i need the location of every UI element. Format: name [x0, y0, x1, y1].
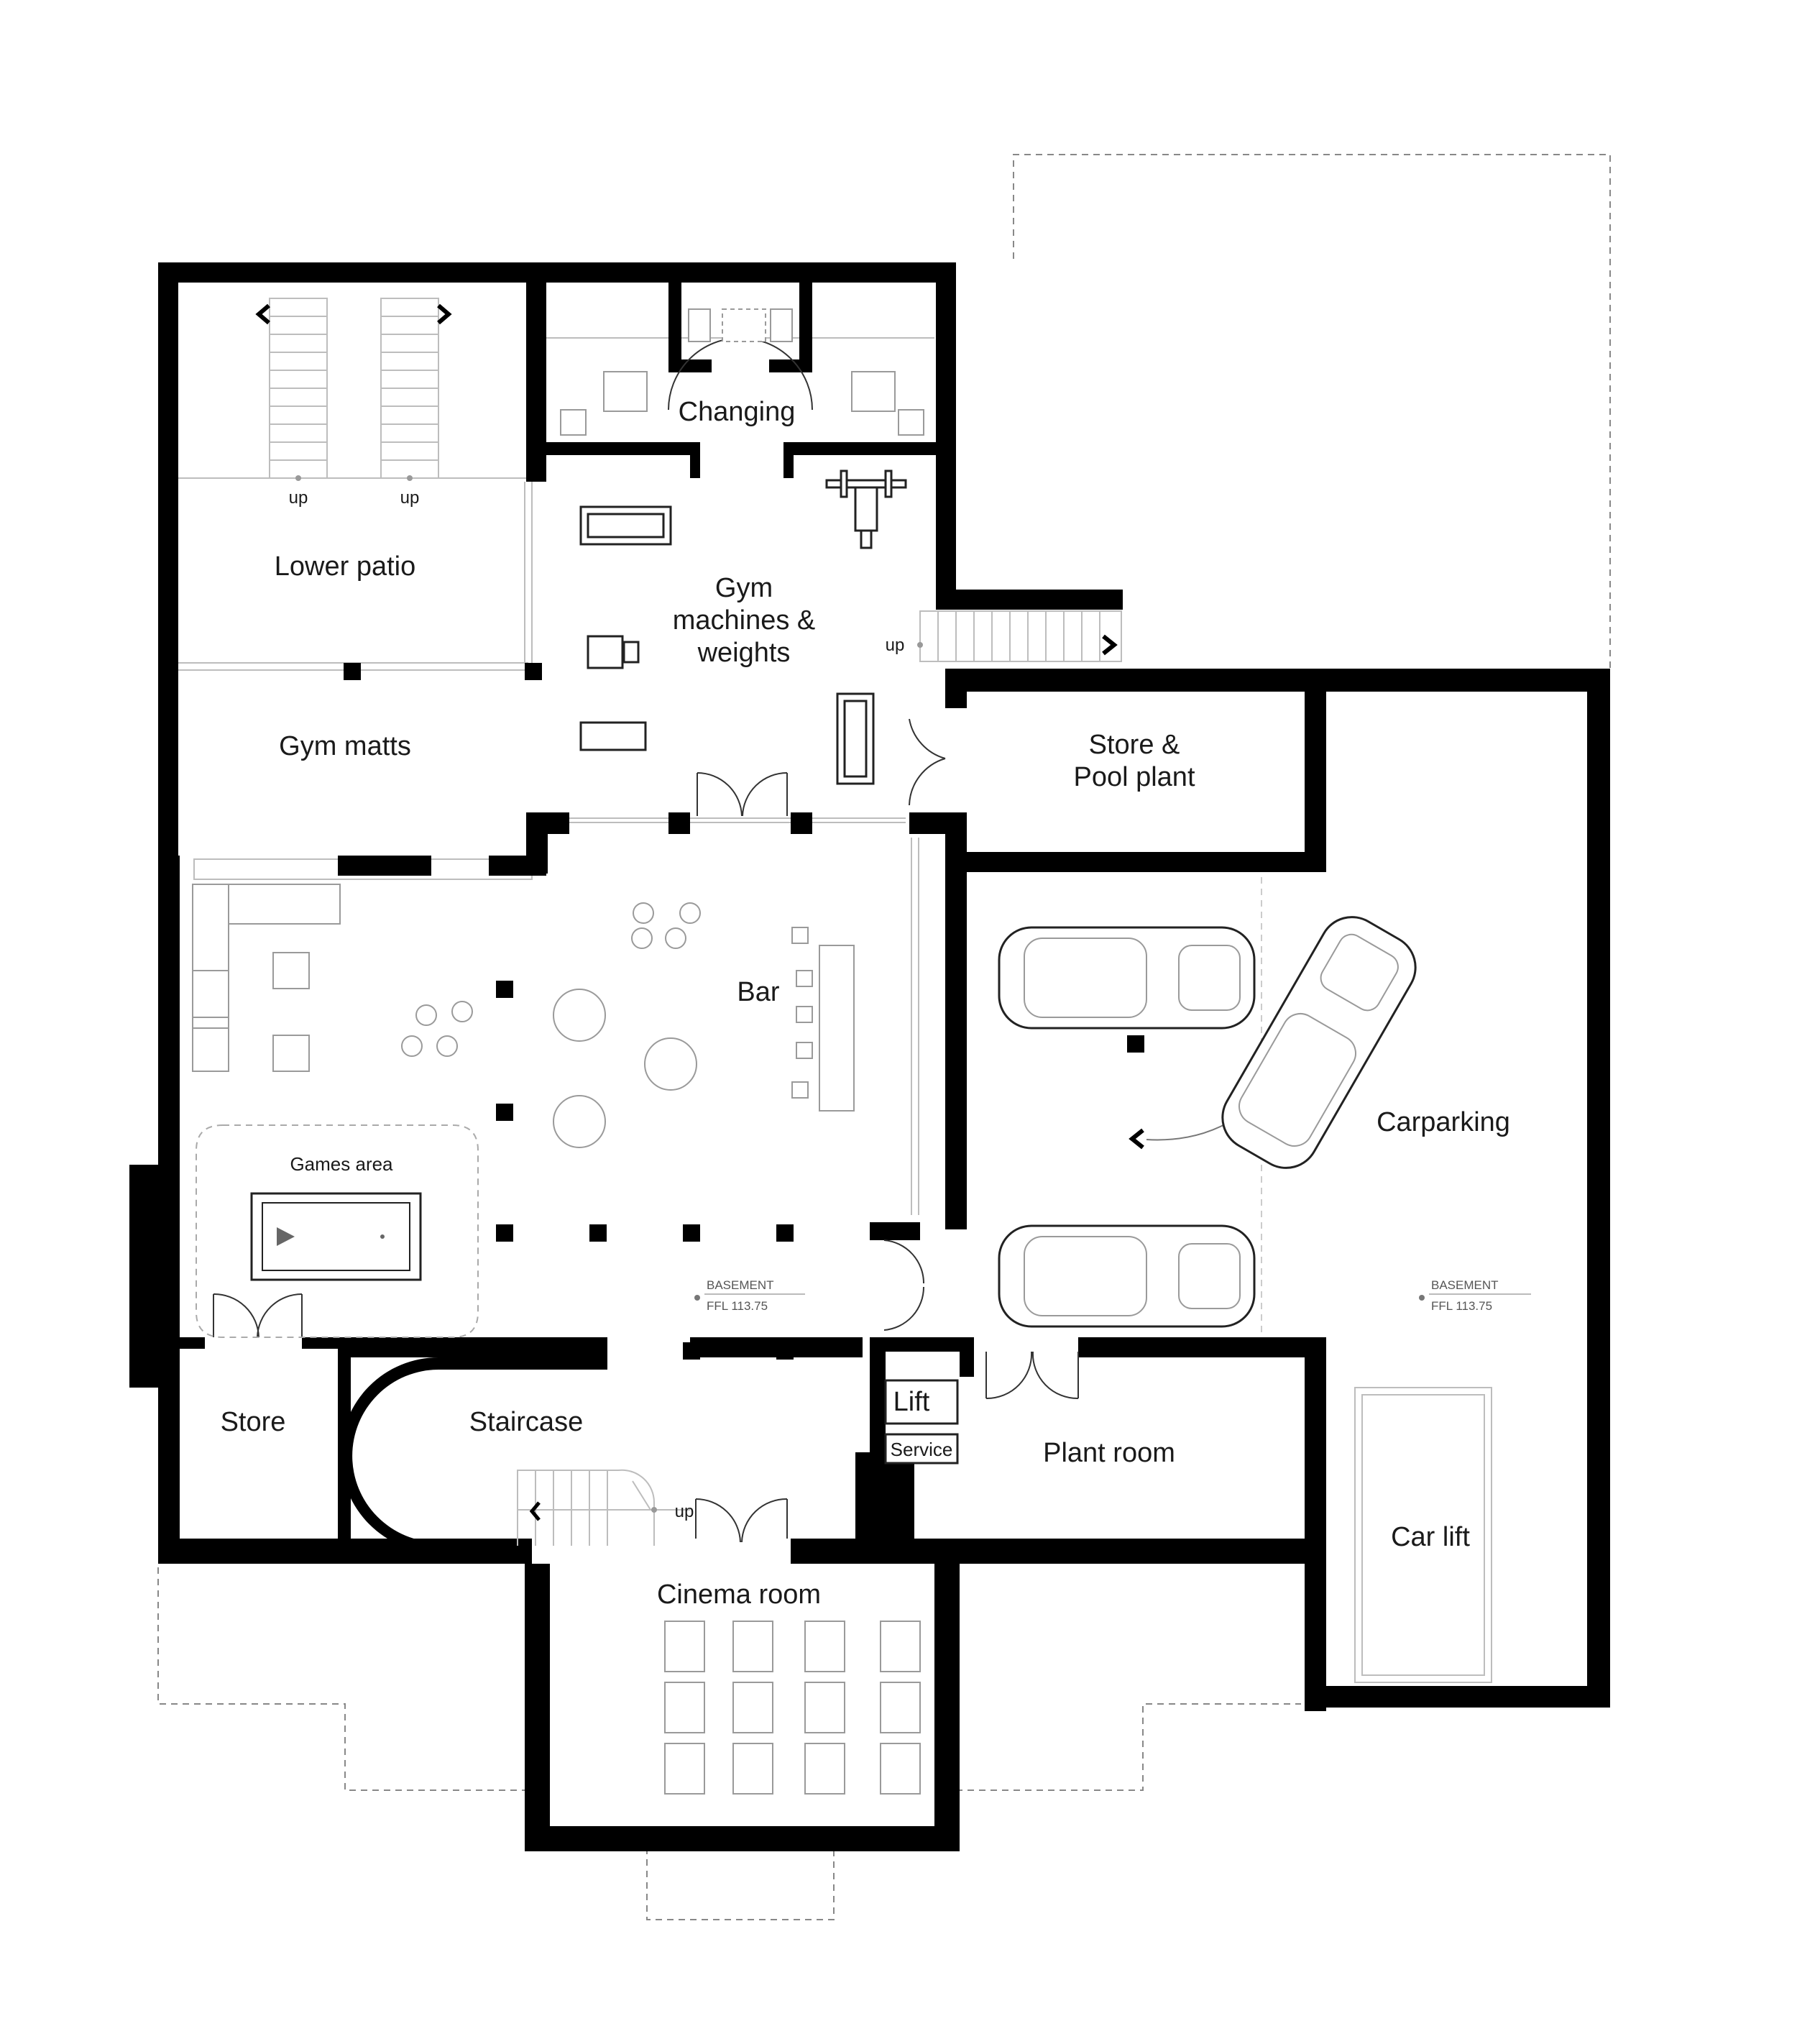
stair-main [517, 1469, 690, 1546]
stair-up-label: up [675, 1502, 694, 1521]
stairs [269, 298, 1122, 1546]
games-area [196, 1124, 479, 1338]
chevron-right-icon [1102, 634, 1118, 656]
room-label-gym-3: weights [697, 638, 791, 668]
room-label-store-pool-1: Store & [1089, 730, 1180, 760]
stair-left [269, 298, 328, 479]
room-label-carparking: Carparking [1377, 1107, 1510, 1137]
chevron-left-icon [1129, 1128, 1144, 1150]
room-label-cinema-room: Cinema room [657, 1580, 821, 1610]
room-label-staircase: Staircase [469, 1407, 583, 1437]
cars [998, 916, 1417, 1328]
level-name-right: BASEMENT [1431, 1278, 1499, 1292]
stair-up-label: up [886, 636, 905, 655]
external-outlines [157, 154, 1611, 1920]
chevron-left-icon [529, 1501, 541, 1521]
chevron-right-icon [437, 303, 452, 325]
level-name-left: BASEMENT [707, 1278, 774, 1292]
gym-equipment [579, 469, 907, 785]
room-label-store-pool-2: Pool plant [1073, 762, 1195, 792]
lift-box [884, 1379, 959, 1425]
room-label-bar: Bar [737, 977, 779, 1007]
stair-up-label: up [289, 488, 308, 508]
cinema-seats [664, 1621, 921, 1795]
room-label-games-area: Games area [290, 1153, 393, 1175]
room-label-plant-room: Plant room [1043, 1438, 1175, 1468]
room-label-changing: Changing [679, 397, 796, 427]
stair-gym [919, 610, 1122, 662]
bar-furniture [192, 884, 855, 1148]
stair-right [380, 298, 439, 479]
room-label-lower-patio: Lower patio [275, 551, 415, 582]
room-label-gym-matts: Gym matts [279, 731, 411, 761]
stair-up-label: up [400, 488, 420, 508]
room-label-car-lift: Car lift [1391, 1522, 1470, 1552]
room-label-gym-2: machines & [673, 605, 816, 636]
level-ffl-right: FFL 113.75 [1431, 1299, 1492, 1313]
room-label-gym-1: Gym [715, 573, 773, 603]
room-label-store: Store [221, 1407, 286, 1437]
level-marker-icon [694, 1293, 1531, 1301]
service-box [884, 1433, 959, 1465]
chevron-left-icon [255, 303, 270, 325]
columns [344, 663, 1144, 1360]
room-label-service: Service [891, 1439, 953, 1460]
level-ffl-left: FFL 113.75 [707, 1299, 768, 1313]
walls [129, 262, 1610, 1851]
room-label-lift: Lift [893, 1387, 930, 1417]
changing-fixtures [560, 308, 924, 436]
